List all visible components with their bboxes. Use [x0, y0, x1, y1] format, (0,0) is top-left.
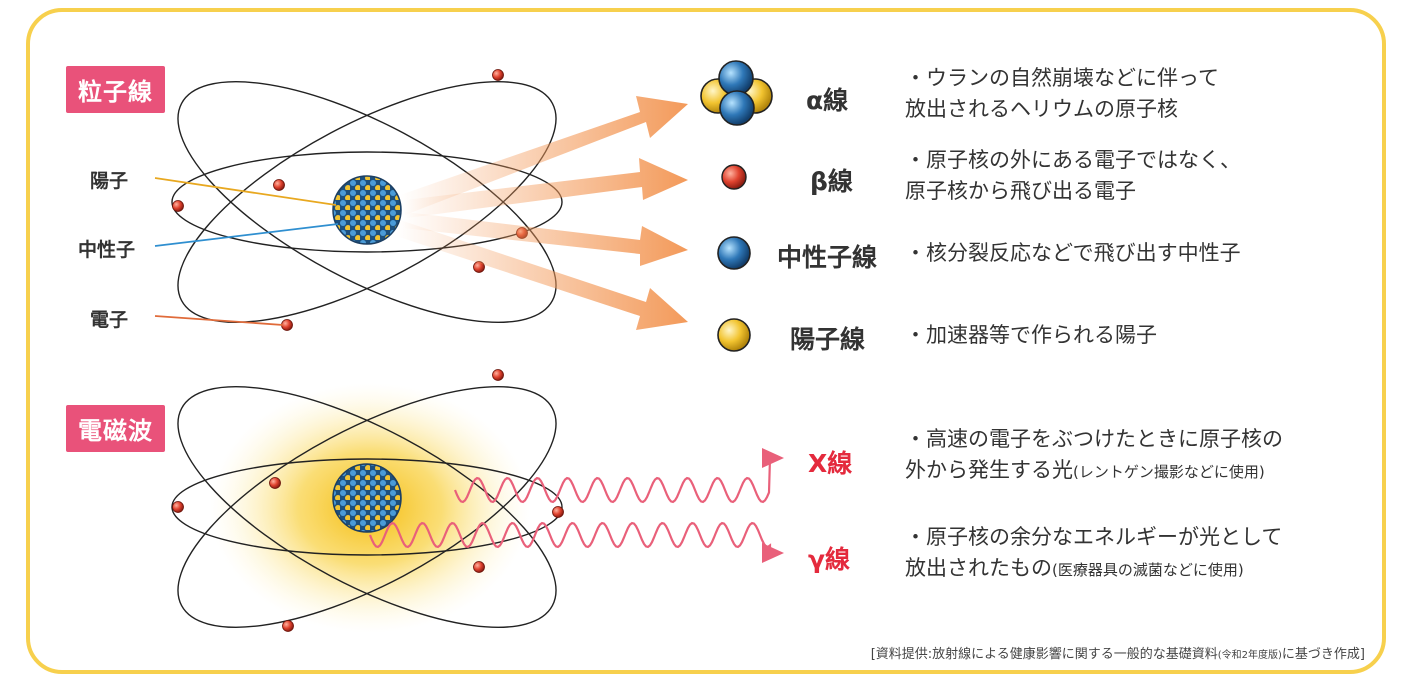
particle-arrows — [396, 96, 688, 330]
electron-pointer — [154, 315, 284, 326]
electron-icon — [282, 620, 294, 632]
gamma-arrowhead — [762, 543, 784, 563]
xray-description: ・高速の電子をぶつけたときに原子核の 外から発生する光(レントゲン撮影などに使用… — [905, 424, 1283, 488]
proton-label: 陽子 — [90, 170, 129, 192]
beta-description-line1: ・原子核の外にある電子ではなく、 — [905, 148, 1241, 172]
source-note: [資料提供:放射線による健康影響に関する一般的な基礎資料(令和2年度版)に基づき… — [871, 643, 1365, 662]
particle-badge: 粒子線 — [66, 66, 165, 113]
neutron-pointer — [154, 223, 339, 247]
neutron-ray-name: 中性子線 — [777, 243, 878, 272]
neutron-description: ・核分裂反応などで飛び出す中性子 — [905, 238, 1241, 269]
proton-arrow — [396, 220, 688, 330]
neutron-description-line1: ・核分裂反応などで飛び出す中性子 — [905, 241, 1241, 265]
nucleus-icon — [332, 175, 402, 245]
gamma-description-line1: ・原子核の余分なエネルギーが光として — [905, 525, 1283, 549]
electron-icon — [721, 164, 747, 190]
electron-icon — [172, 501, 184, 513]
neutron-icon — [717, 236, 751, 270]
neutron-label: 中性子 — [78, 239, 136, 261]
proton-pointer — [154, 177, 337, 206]
proton-icon — [717, 318, 751, 352]
gamma-description-line2-main: 放出されたもの — [905, 556, 1052, 580]
proton-ray-name: 陽子線 — [790, 325, 866, 354]
electron-icon — [273, 179, 285, 191]
electron-label: 電子 — [90, 309, 129, 331]
electron-icon — [492, 369, 504, 381]
gamma-description: ・原子核の余分なエネルギーが光として 放出されたもの(医療器具の滅菌などに使用) — [905, 522, 1282, 586]
alpha-description: ・ウランの自然崩壊などに伴って 放出されるヘリウムの原子核 — [905, 63, 1219, 125]
proton-description-line1: ・加速器等で作られる陽子 — [905, 323, 1157, 347]
gamma-description-note: (医療器具の滅菌などに使用) — [1052, 561, 1244, 579]
alpha-description-line2: 放出されるヘリウムの原子核 — [905, 97, 1178, 121]
electron-icon — [492, 69, 504, 81]
electron-icon — [281, 319, 293, 331]
alpha-description-line1: ・ウランの自然崩壊などに伴って — [905, 66, 1219, 90]
electron-icon — [172, 200, 184, 212]
alpha-ray-name: α線 — [806, 86, 849, 115]
gamma-description-line2: 放出されたもの(医療器具の滅菌などに使用) — [905, 553, 1282, 586]
xray-description-line1: ・高速の電子をぶつけたときに原子核の — [905, 427, 1283, 451]
xray-description-line2: 外から発生する光(レントゲン撮影などに使用) — [905, 455, 1283, 488]
em-badge: 電磁波 — [66, 405, 165, 452]
beta-description: ・原子核の外にある電子ではなく、 原子核から飛び出る電子 — [905, 145, 1241, 207]
source-note-edition: (令和2年度版) — [1217, 650, 1282, 661]
gamma-ray-name: γ線 — [808, 545, 851, 574]
beta-ray-name: β線 — [810, 167, 853, 196]
alpha-particle-icon — [700, 60, 773, 126]
xray-arrowhead — [762, 448, 784, 468]
neutron-arrow — [403, 212, 688, 266]
xray-name: X線 — [808, 449, 853, 478]
xray-description-note: (レントゲン撮影などに使用) — [1073, 463, 1265, 481]
em-atom — [171, 369, 564, 633]
electron-icon — [552, 506, 564, 518]
xray-wave — [453, 457, 772, 504]
alpha-arrow — [400, 96, 688, 215]
beta-arrow — [405, 158, 688, 218]
source-note-end: に基づき作成] — [1281, 647, 1365, 662]
nucleus-icon — [332, 463, 402, 533]
gamma-wave — [368, 521, 772, 553]
beta-description-line2: 原子核から飛び出る電子 — [905, 179, 1136, 203]
proton-description: ・加速器等で作られる陽子 — [905, 320, 1157, 351]
source-note-main: [資料提供:放射線による健康影響に関する一般的な基礎資料 — [870, 647, 1218, 662]
electron-icon — [473, 561, 485, 573]
electron-icon — [269, 477, 281, 489]
xray-description-line2-main: 外から発生する光 — [905, 458, 1073, 482]
